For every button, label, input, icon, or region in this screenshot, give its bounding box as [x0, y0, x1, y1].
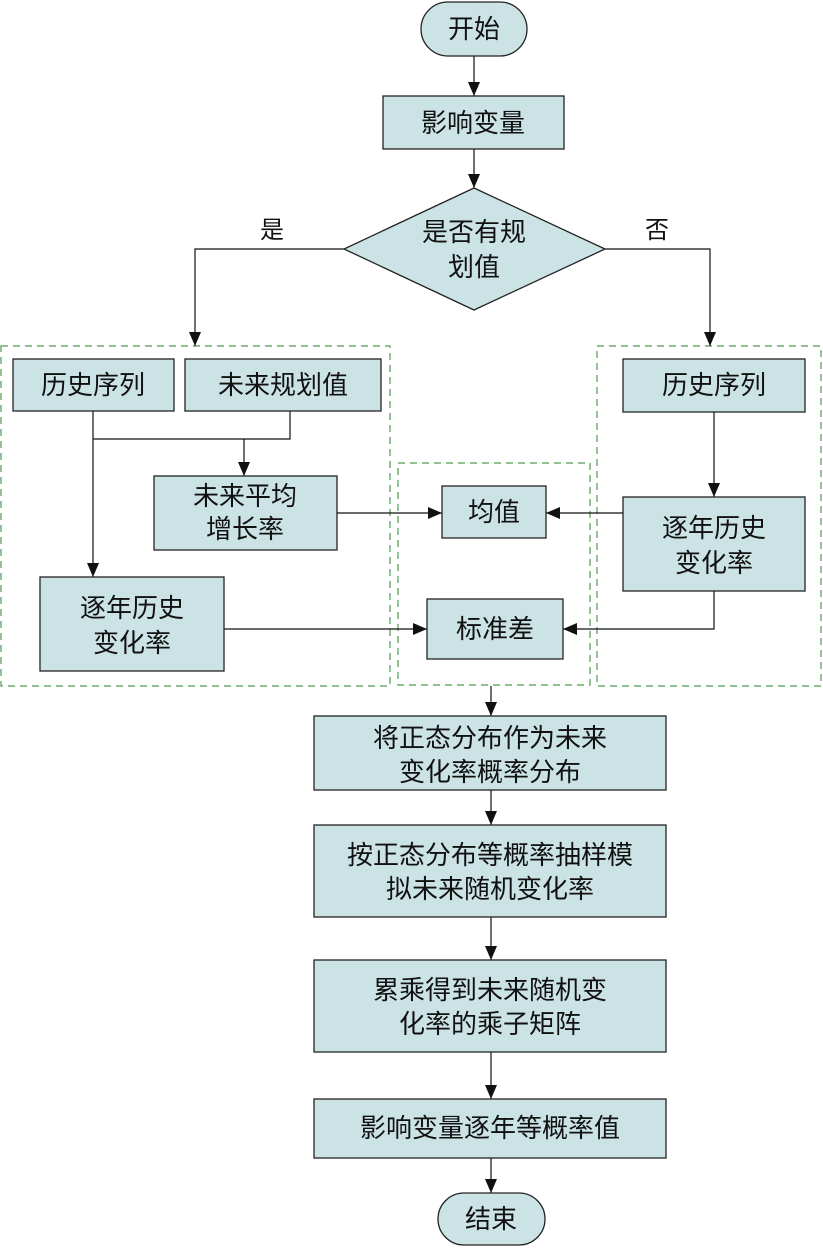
right-history-series-label: 历史序列 [662, 371, 766, 401]
step-multiplier-matrix-box: 累乘得到未来随机变 化率的乘子矩阵 [313, 959, 667, 1053]
step3-line1: 累乘得到未来随机变 [373, 976, 607, 1006]
step3-line2: 化率的乘子矩阵 [399, 1010, 581, 1040]
end-terminator: 结束 [437, 1192, 546, 1246]
step1-line1: 将正态分布作为未来 [373, 724, 607, 754]
no-branch-label: 否 [645, 216, 669, 244]
std-dev-box: 标准差 [426, 598, 564, 660]
right-annual-change-box: 逐年历史 变化率 [622, 496, 806, 592]
future-avg-growth-line2: 增长率 [206, 515, 284, 545]
decision-label-line1: 是否有规 [422, 218, 526, 248]
influence-variable-label: 影响变量 [421, 109, 525, 139]
step2-line2: 拟未来随机变化率 [386, 875, 594, 905]
left-annual-change-box: 逐年历史 变化率 [39, 576, 225, 672]
step2-line1: 按正态分布等概率抽样模 [347, 841, 633, 871]
step-equal-probability-box: 影响变量逐年等概率值 [313, 1098, 667, 1159]
step-sampling-box: 按正态分布等概率抽样模 拟未来随机变化率 [313, 824, 667, 918]
end-label: 结束 [465, 1205, 517, 1235]
decision-label-line2: 划值 [448, 253, 500, 283]
middle-group-frame [397, 462, 591, 686]
left-annual-change-line1: 逐年历史 [80, 594, 184, 624]
right-history-series-box: 历史序列 [622, 358, 806, 413]
left-history-series-label: 历史序列 [41, 371, 145, 401]
start-terminator: 开始 [420, 1, 528, 57]
future-planned-value-label: 未来规划值 [218, 371, 348, 401]
influence-variable-box: 影响变量 [382, 95, 565, 150]
decision-diamond: 是否有规 划值 [342, 187, 607, 311]
left-annual-change-line2: 变化率 [93, 629, 171, 659]
mean-label: 均值 [468, 498, 520, 528]
yes-branch-label: 是 [260, 216, 284, 244]
left-history-series-box: 历史序列 [12, 358, 175, 412]
future-planned-value-box: 未来规划值 [184, 358, 382, 412]
connectors [87, 56, 720, 1193]
mean-box: 均值 [441, 485, 547, 539]
right-group-frame [596, 345, 822, 687]
right-annual-change-line1: 逐年历史 [662, 514, 766, 544]
start-label: 开始 [448, 15, 500, 45]
future-avg-growth-box: 未来平均 增长率 [153, 475, 338, 551]
right-annual-change-line2: 变化率 [675, 549, 753, 579]
future-avg-growth-line1: 未来平均 [193, 482, 297, 512]
step1-line2: 变化率概率分布 [399, 758, 581, 788]
std-dev-label: 标准差 [456, 615, 534, 645]
step-normal-distribution-box: 将正态分布作为未来 变化率概率分布 [313, 715, 667, 791]
step4-label: 影响变量逐年等概率值 [360, 1114, 620, 1144]
